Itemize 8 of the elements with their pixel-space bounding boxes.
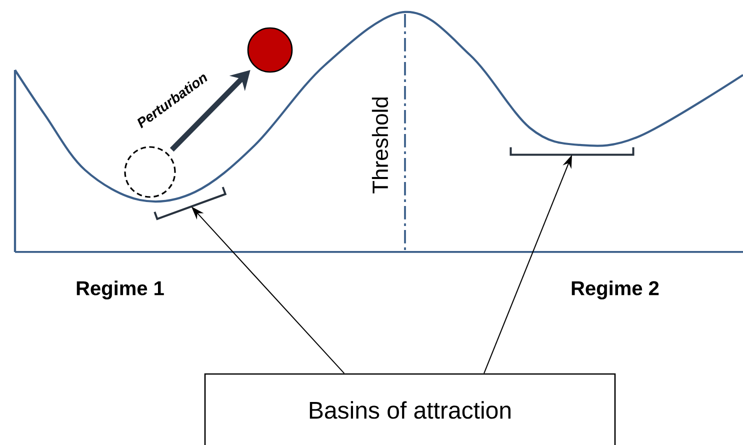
ball — [247, 27, 293, 73]
label: Threshold — [372, 98, 388, 194]
label: Regime 1 — [76, 280, 164, 300]
label: Regime 2 — [572, 280, 659, 300]
bracket — [510, 147, 634, 156]
bracket — [154, 186, 227, 220]
text-box: Basins of attraction — [204, 373, 616, 445]
dashed-circle — [124, 146, 176, 198]
